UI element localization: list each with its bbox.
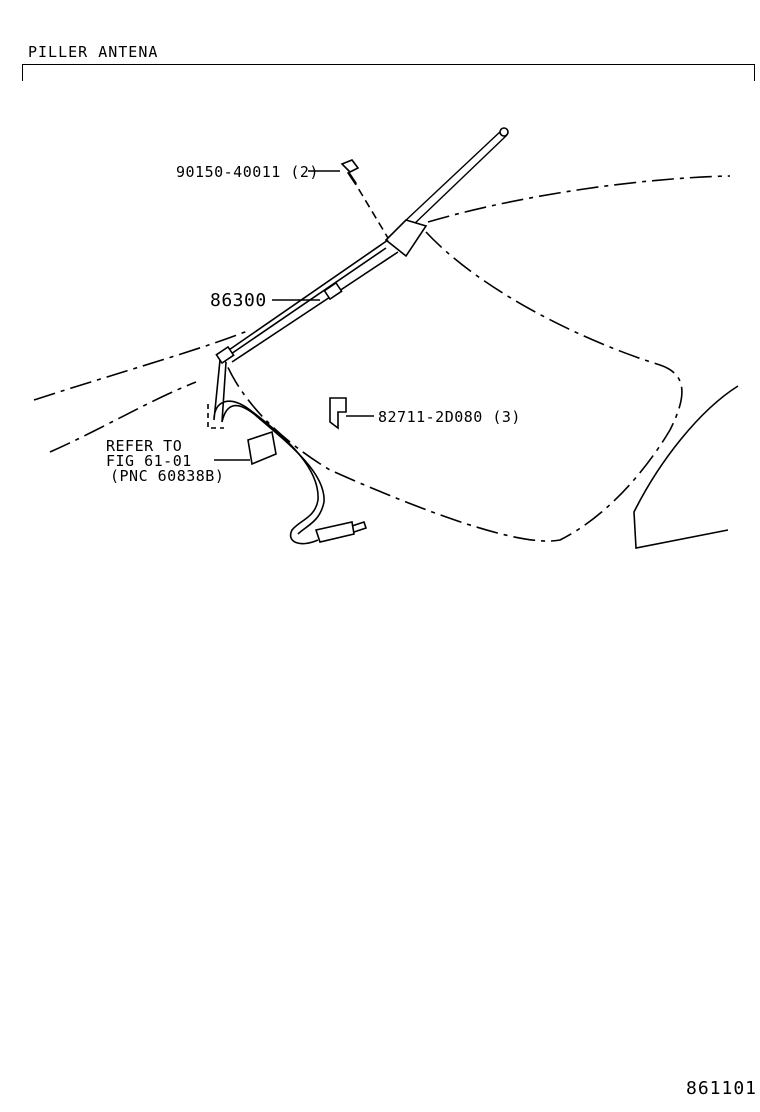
mast-tip [499,127,509,137]
reference-line-3: (PNC 60838B) [110,467,225,485]
reference-part [247,430,277,466]
roof-outline [427,175,731,223]
clip-number: 82711-2D080 [378,408,483,426]
antenna-base [384,219,428,258]
antenna-mast [403,129,503,223]
clip-qty: (3) [492,408,521,426]
reference-line-1: REFER TO [106,437,183,455]
bolt-number: 90150-40011 [176,163,281,181]
section-bracket [22,64,755,81]
hood-outline [33,329,251,401]
bolt-icon [340,159,360,173]
antenna-cable [213,359,319,545]
figure-number: 861101 [686,1078,758,1099]
clip-part-number: 82711-2D080 (3) [378,408,521,426]
clip-icon [329,397,347,430]
antenna-part-number: 86300 [210,290,267,311]
cable-connector [314,521,355,543]
fender-outline [49,381,197,453]
reference-line-2: FIG 61-01 [106,452,192,470]
windshield-outline [223,231,683,542]
door-outline [633,385,739,549]
diagram-title: PILLER ANTENA [28,43,159,61]
bolt-part-number: 90150-40011 (2) [176,163,319,181]
bolt-qty: (2) [290,163,319,181]
